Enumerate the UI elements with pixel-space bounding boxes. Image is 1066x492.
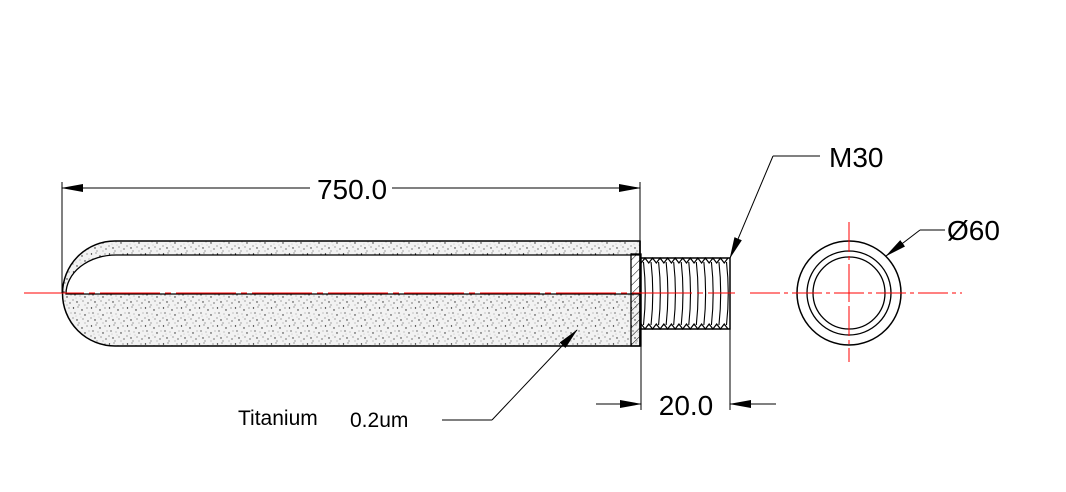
diameter-callout-text: Ø60 (947, 215, 1000, 246)
thread-callout: M30 (729, 142, 883, 259)
material-pore-size-text: 0.2um (350, 409, 408, 432)
thread-bottom-edge (640, 323, 729, 330)
thread-top-edge (640, 257, 729, 264)
length-dimension: 750.0 (61, 174, 641, 293)
material-leader-diagonal (491, 329, 578, 421)
material-callout: Titanium 0.2um (238, 329, 578, 432)
material-name-text: Titanium (238, 407, 318, 430)
tube-bore (65, 254, 641, 295)
thread-callout-text: M30 (829, 142, 883, 173)
thread-leader-diagonal (729, 155, 774, 259)
end-plate (630, 253, 642, 347)
end-view (750, 222, 962, 362)
diameter-leader-diagonal (885, 229, 921, 257)
thread-length-text: 20.0 (659, 390, 714, 421)
length-dimension-text: 750.0 (317, 174, 387, 205)
diameter-callout: Ø60 (885, 215, 1000, 257)
thread-length-dimension: 20.0 (596, 329, 776, 421)
thread-crest (703, 261, 707, 326)
